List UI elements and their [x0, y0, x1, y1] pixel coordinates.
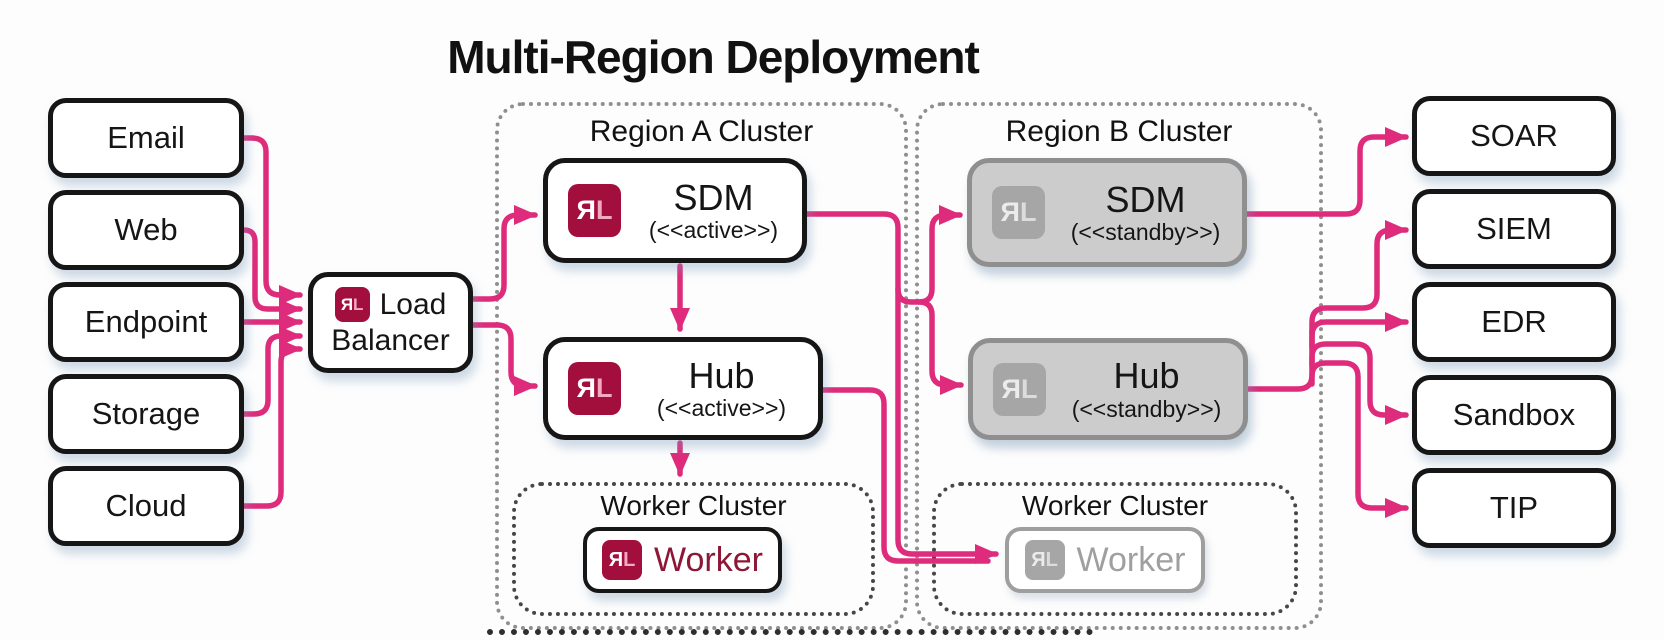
load-balancer-label-line1: Load [379, 287, 447, 321]
logo-glyph-r: Я [576, 195, 596, 225]
worker-cluster-b: Worker Cluster [932, 482, 1298, 616]
worker-cluster-a: Worker Cluster [512, 482, 875, 616]
source-node-email: Email [48, 98, 244, 178]
destination-node-siem: SIEM [1412, 189, 1616, 269]
arrow-sdm-b-to-soar [1244, 127, 1409, 217]
hub-b-name: Hub [1113, 355, 1180, 397]
logo-glyph-l: L [595, 373, 613, 403]
arrow-bus-to-siem [1309, 220, 1409, 337]
source-node-endpoint: Endpoint [48, 282, 244, 362]
logo-glyph-l: L [1045, 549, 1058, 571]
hub-b-output-bus [1245, 327, 1315, 392]
worker-cluster-a-title: Worker Cluster [600, 490, 787, 521]
logo-glyph-r: Я [1031, 549, 1046, 571]
arrow-lb-to-sdm-a [470, 205, 538, 302]
logo-glyph-l: L [353, 295, 364, 314]
diagram-title: Multi-Region Deployment [447, 31, 980, 83]
arrow-email-to-lb [241, 135, 303, 305]
worker-b-label: Worker [1076, 540, 1186, 579]
logo-glyph-r: Я [576, 373, 596, 403]
bottom-frame-line [487, 629, 1093, 635]
logo-glyph-l: L [595, 195, 613, 225]
worker-cluster-b-title: Worker Cluster [1021, 490, 1209, 521]
arrow-web-to-lb [241, 227, 303, 319]
hub-b-stereotype: (<<standby>>) [1071, 395, 1222, 422]
source-node-cloud: Cloud [48, 466, 244, 546]
logo-glyph-l: L [1020, 373, 1038, 404]
destination-node-soar: SOAR [1412, 96, 1616, 176]
region-b-title: Region B Cluster [1005, 115, 1233, 148]
arrow-bus-to-edr [1309, 312, 1409, 351]
logo-glyph-r: Я [340, 295, 354, 314]
logo-glyph-r: Я [1000, 197, 1020, 227]
source-node-storage: Storage [48, 374, 244, 454]
arrow-bridge-to-sdm-b [895, 205, 963, 305]
destination-node-sandbox: Sandbox [1412, 375, 1616, 455]
logo-glyph-r: Я [608, 549, 624, 571]
region-a-cluster: Region A Cluster [495, 102, 908, 630]
logo-glyph-r: Я [1001, 373, 1021, 404]
arrow-storage-to-lb [241, 326, 303, 417]
worker-a-label: Worker [654, 540, 763, 579]
arrow-hub-a-down-to-worker-b [820, 387, 991, 564]
logo-glyph-l: L [623, 549, 636, 571]
sdm-a-name: SDM [673, 176, 754, 218]
arrow-bus-to-sandbox [1309, 341, 1409, 425]
sdm-b-name: SDM [1105, 178, 1186, 220]
arrow-cloud-to-lb [241, 339, 303, 509]
load-balancer-label-line2: Balancer [331, 324, 450, 357]
destination-node-edr: EDR [1412, 282, 1616, 362]
arrow-sdm-a-to-worker-b [804, 211, 999, 564]
arrow-bridge-to-hub-b [916, 299, 964, 395]
arrow-bus-to-tip [1309, 360, 1409, 518]
region-a-title: Region A Cluster [589, 115, 814, 148]
sdm-b-stereotype: (<<standby>>) [1070, 219, 1221, 246]
sdm-a-stereotype: (<<active>>) [648, 217, 779, 244]
destination-node-tip: TIP [1412, 468, 1616, 548]
hub-a-stereotype: (<<active>>) [656, 395, 787, 422]
logo-glyph-l: L [1019, 197, 1037, 227]
source-node-web: Web [48, 190, 244, 270]
arrow-lb-to-hub-a [470, 322, 538, 396]
hub-a-name: Hub [688, 354, 755, 396]
